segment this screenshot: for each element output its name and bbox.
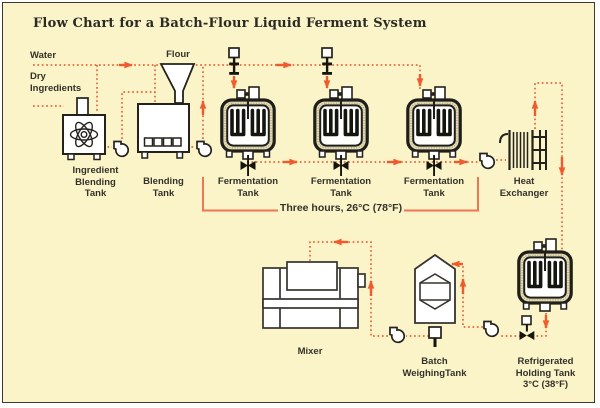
pump-icon-heat-exchanger [479,152,496,170]
fermentation-time-note: Three hours, 26°C (78°F) [279,202,403,214]
pump-to-mixer-line [309,241,388,337]
blending-tank-icon [137,63,196,159]
fermentation-time-bracket [202,177,479,212]
chart-title: Flow Chart for a Batch-Flour Liquid Ferm… [33,16,427,31]
control-valve-icon-tank2 [321,47,333,76]
refrigerated-holding-tank-icon [516,237,574,313]
fermentation-tank-3-icon [405,85,463,161]
mixer-label: Mixer [297,346,323,357]
ingredient-blending-tank-label: Ingredient Blending Tank [72,165,119,199]
heat-exchanger-icon [499,130,547,170]
chart-background [2,2,595,403]
water-label: Water [30,50,57,61]
bowtie-valve-icon-refrigerated [518,315,536,341]
heat-exchanger-label: Heat Exchanger [499,176,549,199]
agitator-atom-icon [69,121,99,148]
batch-weighing-tank-label: Batch WeighingTank [402,356,467,379]
pump-icon-ingredient [113,140,130,158]
batch-weighing-tank-icon [414,253,456,347]
flour-label: Flour [166,49,190,60]
blending-tank-label: Blending Tank [143,176,184,199]
pump-icon-mixer-feed [389,326,406,344]
fermentation-tank-2-icon [312,85,370,161]
fermentation-tank-3-label: Fermentation Tank [403,176,465,199]
pump-icon-blending [196,140,213,158]
refrigerated-holding-tank-label: Refrigerated Holding Tank 3°C (38°F) [515,356,576,390]
ingredient-blending-tank-icon [62,97,106,161]
pump-icon-refrigerated [483,320,500,338]
mixer-icon [262,261,366,329]
refrigerated-outlet-line [501,313,547,337]
fermentation-tank-1-icon [220,85,277,161]
flow-arrows [119,61,566,329]
fermentation-tank-1-label: Fermentation Tank [217,176,279,199]
control-valve-icon-tank1 [228,47,240,76]
funnel-icon [159,63,196,104]
dry-ingredients-label: Dry Ingredients [30,71,82,94]
fermentation-tank-2-label: Fermentation Tank [310,176,372,199]
